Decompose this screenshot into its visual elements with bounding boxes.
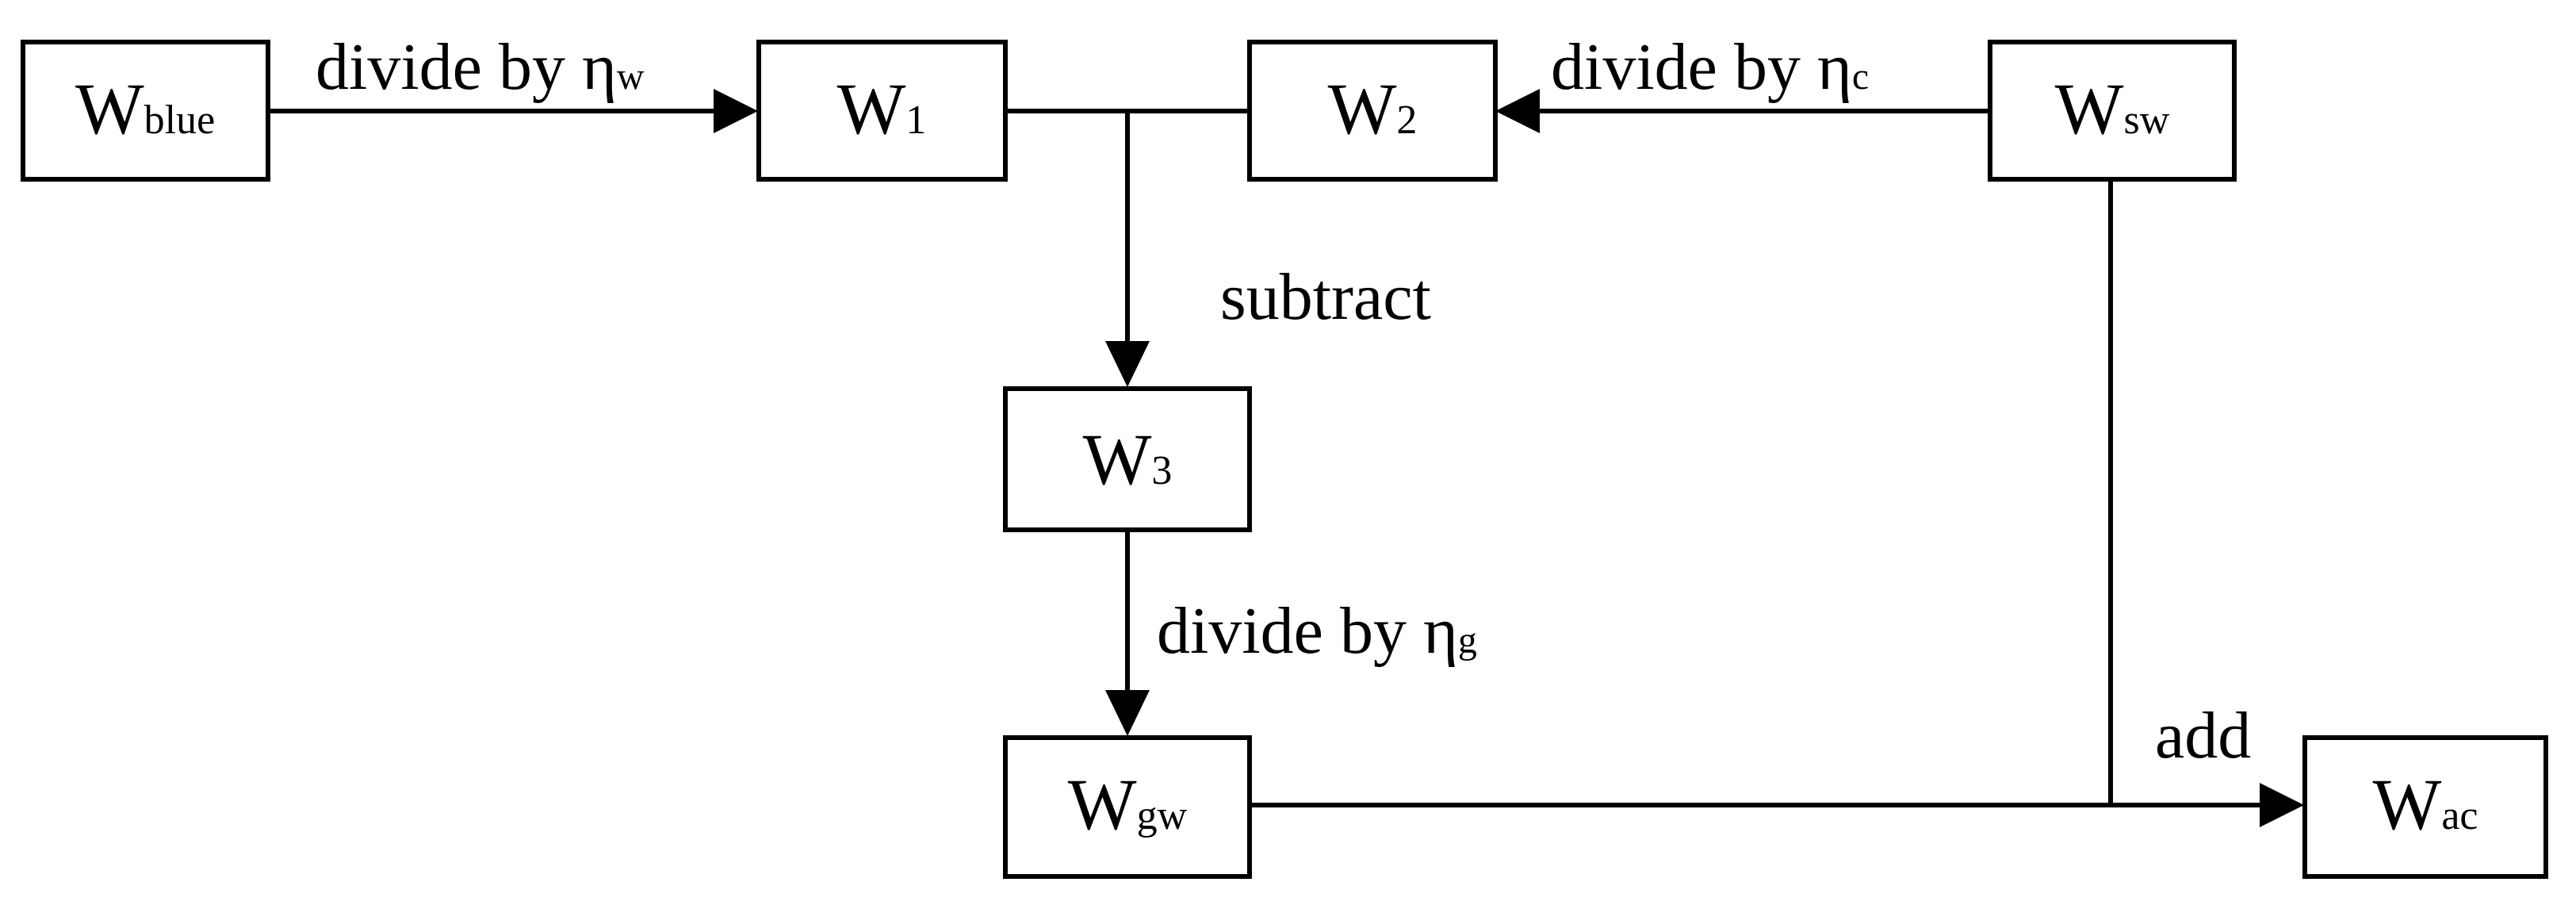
node-w-gw: Wgw bbox=[1003, 735, 1252, 879]
node-w-sw-label: Wsw bbox=[2055, 68, 2170, 149]
node-w2-label: W2 bbox=[1328, 68, 1418, 149]
node-w3-label: W3 bbox=[1083, 419, 1173, 500]
node-w2: W2 bbox=[1247, 40, 1498, 182]
node-w3: W3 bbox=[1003, 386, 1252, 532]
node-w-blue-label: Wblue bbox=[75, 68, 215, 149]
edge-to-wac-arrowhead bbox=[2260, 783, 2304, 827]
node-w-sw: Wsw bbox=[1988, 40, 2237, 182]
edge-w3-to-wgw-arrowhead bbox=[1105, 690, 1150, 736]
edge-wsw-to-w2-arrowhead bbox=[1495, 89, 1540, 133]
edge-wblue-to-w1-arrowhead bbox=[714, 89, 758, 133]
node-w-blue: Wblue bbox=[21, 40, 270, 182]
edge-join-to-w3-arrowhead bbox=[1105, 341, 1150, 387]
edge-label-subtract: subtract bbox=[1220, 260, 1431, 334]
node-w-ac: Wac bbox=[2302, 735, 2548, 879]
node-w-ac-label: Wac bbox=[2372, 764, 2478, 845]
node-w-gw-label: Wgw bbox=[1068, 764, 1188, 845]
edge-label-divide-eta-g: divide by ηg bbox=[1157, 594, 1477, 668]
node-w1-label: W1 bbox=[837, 68, 927, 149]
node-w1: W1 bbox=[756, 40, 1008, 182]
edge-label-add: add bbox=[2155, 699, 2251, 773]
edge-label-divide-eta-c: divide by ηc bbox=[1551, 30, 1869, 104]
edge-label-divide-eta-w: divide by ηw bbox=[316, 30, 645, 104]
